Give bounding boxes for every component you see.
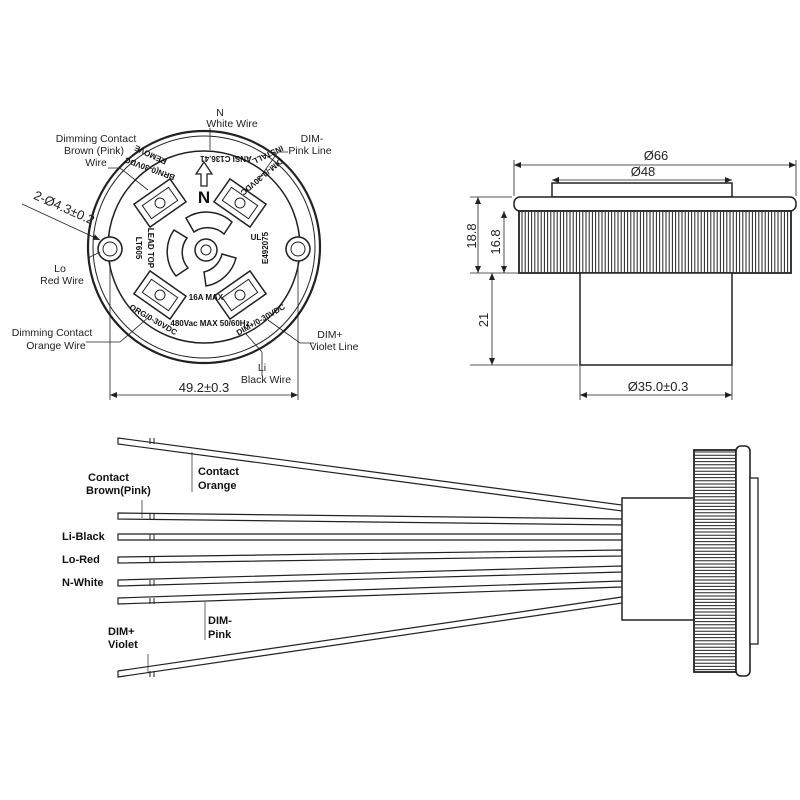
callout-lo-line1: Lo	[54, 263, 66, 275]
callout-brown-line1: Dimming Contact	[56, 133, 137, 145]
wire-label-leaders	[141, 452, 206, 672]
callout-li-line1: Li	[258, 362, 266, 374]
north-arrow: N	[194, 160, 214, 207]
arrow-n-label: N	[198, 188, 210, 207]
wire-label-orange-line2: Orange	[198, 480, 237, 492]
wire-label-orange-line1: Contact	[198, 466, 239, 478]
outer-ring	[86, 129, 322, 365]
dim-body-text: 21	[476, 313, 491, 327]
contact-pocket-top-left	[132, 177, 188, 229]
front-view: N ANSI C136.41 BRN(0-30VDC REMOVE INSTAL…	[12, 107, 359, 400]
ul-mark: UL	[251, 233, 262, 242]
wire-label-violet-line1: DIM+	[108, 626, 135, 638]
wire	[117, 512, 623, 526]
top-label-line2: White Wire	[206, 118, 257, 130]
dim-h1-text: 18.8	[464, 223, 479, 248]
wire	[117, 549, 623, 564]
side-view: Ø66 Ø48 18.8 16.8 21 Ø35.0±0.3	[464, 148, 797, 400]
arc-top-text: ANSI C136.41	[200, 154, 252, 163]
model-text: LT605	[134, 237, 143, 260]
knurl-lines	[521, 212, 789, 272]
cert-text: E492075	[261, 231, 270, 264]
outer-ring-inner-edge	[92, 135, 316, 359]
knurl-ring-lines	[695, 451, 735, 671]
callout-dim-minus-line2: Pink Line	[288, 145, 331, 157]
wire-label-pink-line1: DIM-	[208, 615, 232, 627]
width-dim-text: 49.2±0.3	[179, 380, 230, 395]
wire	[117, 533, 623, 541]
base-body	[579, 272, 733, 366]
dim-outer-text: Ø66	[644, 148, 669, 163]
dim-inner-text: Ø48	[631, 164, 656, 179]
hole-dim-text: 2-Ø4.3±0.2	[31, 187, 96, 227]
callout-li-line2: Black Wire	[241, 374, 291, 386]
width-dimension	[109, 262, 299, 400]
contact-pocket-bottom-right	[212, 269, 268, 321]
side-dimensions	[470, 160, 797, 400]
dim-h2-text: 16.8	[488, 229, 503, 254]
callout-orange-line2: Orange Wire	[26, 340, 86, 352]
contact-pocket-bottom-left	[132, 269, 188, 321]
callout-brown-line2: Brown (Pink)	[64, 145, 124, 157]
contact-pocket-top-right	[212, 177, 268, 229]
mounting-hole-right	[285, 236, 311, 262]
wire-connector-base	[621, 497, 695, 621]
wire-label-red: Lo-Red	[62, 554, 100, 566]
lead-top-text: LEAD TOP	[146, 228, 155, 269]
current-text: 16A MAX	[189, 293, 224, 302]
callout-orange-line1: Dimming Contact	[12, 327, 93, 339]
flange	[513, 196, 797, 212]
ratings-text: 480Vac MAX 50/60Hz	[170, 319, 249, 328]
wire-label-black: Li-Black	[62, 531, 106, 543]
callout-lo-line2: Red Wire	[40, 275, 84, 287]
wire	[117, 437, 623, 512]
wire-label-violet-line2: Violet	[108, 639, 138, 651]
top-plate	[551, 182, 733, 198]
hole-dim-leader	[21, 203, 101, 241]
dim-base-text: Ø35.0±0.3	[628, 379, 689, 394]
wire-view: Contact Orange Contact Brown(Pink) Li-Bl…	[62, 437, 759, 678]
wire-bundle	[117, 437, 623, 678]
wire	[117, 596, 623, 678]
knurled-ring	[518, 210, 792, 274]
wire-label-white: N-White	[62, 577, 104, 589]
callout-dim-plus-line2: Violet Line	[310, 341, 359, 353]
leader-lines	[86, 128, 314, 376]
wire-label-brown-line2: Brown(Pink)	[86, 485, 151, 497]
mounting-hole-left	[97, 236, 123, 262]
wire-label-brown-line1: Contact	[88, 472, 129, 484]
callout-dim-minus-line1: DIM-	[301, 133, 324, 145]
wire-connector-cap	[749, 477, 759, 645]
wire-connector-flange	[735, 445, 751, 677]
wire-label-pink-line2: Pink	[208, 629, 232, 641]
callout-brown-line3: Wire	[85, 157, 107, 169]
twist-lock-center	[166, 211, 237, 287]
top-label-line1: N	[216, 107, 224, 119]
callout-dim-plus-line1: DIM+	[317, 329, 342, 341]
